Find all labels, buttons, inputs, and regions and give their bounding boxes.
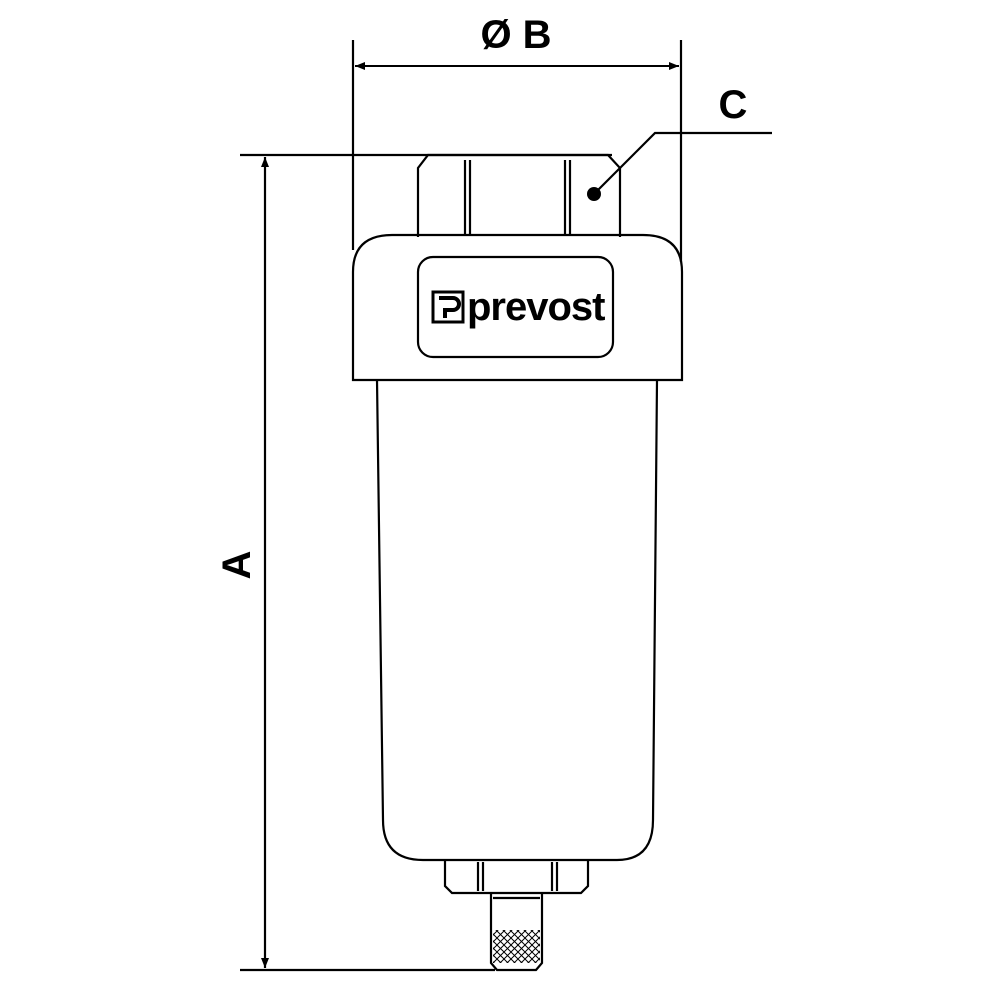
logo-plate <box>416 255 615 359</box>
port-marker-dot <box>587 187 601 201</box>
drain-nut <box>443 860 590 895</box>
height-a-label: A <box>215 551 259 580</box>
filter-cap <box>351 233 684 382</box>
brand-logo-text: prevost <box>467 285 605 329</box>
port-c-label: C <box>719 83 748 127</box>
filter-bowl <box>375 379 659 862</box>
c-leader-line <box>593 131 772 195</box>
knurled-grip <box>493 930 540 963</box>
prevost-logo-icon <box>431 290 465 324</box>
drain-valve-stem <box>489 893 544 972</box>
top-hex-nut <box>416 153 622 237</box>
diameter-b-label: Ø B <box>480 13 551 57</box>
